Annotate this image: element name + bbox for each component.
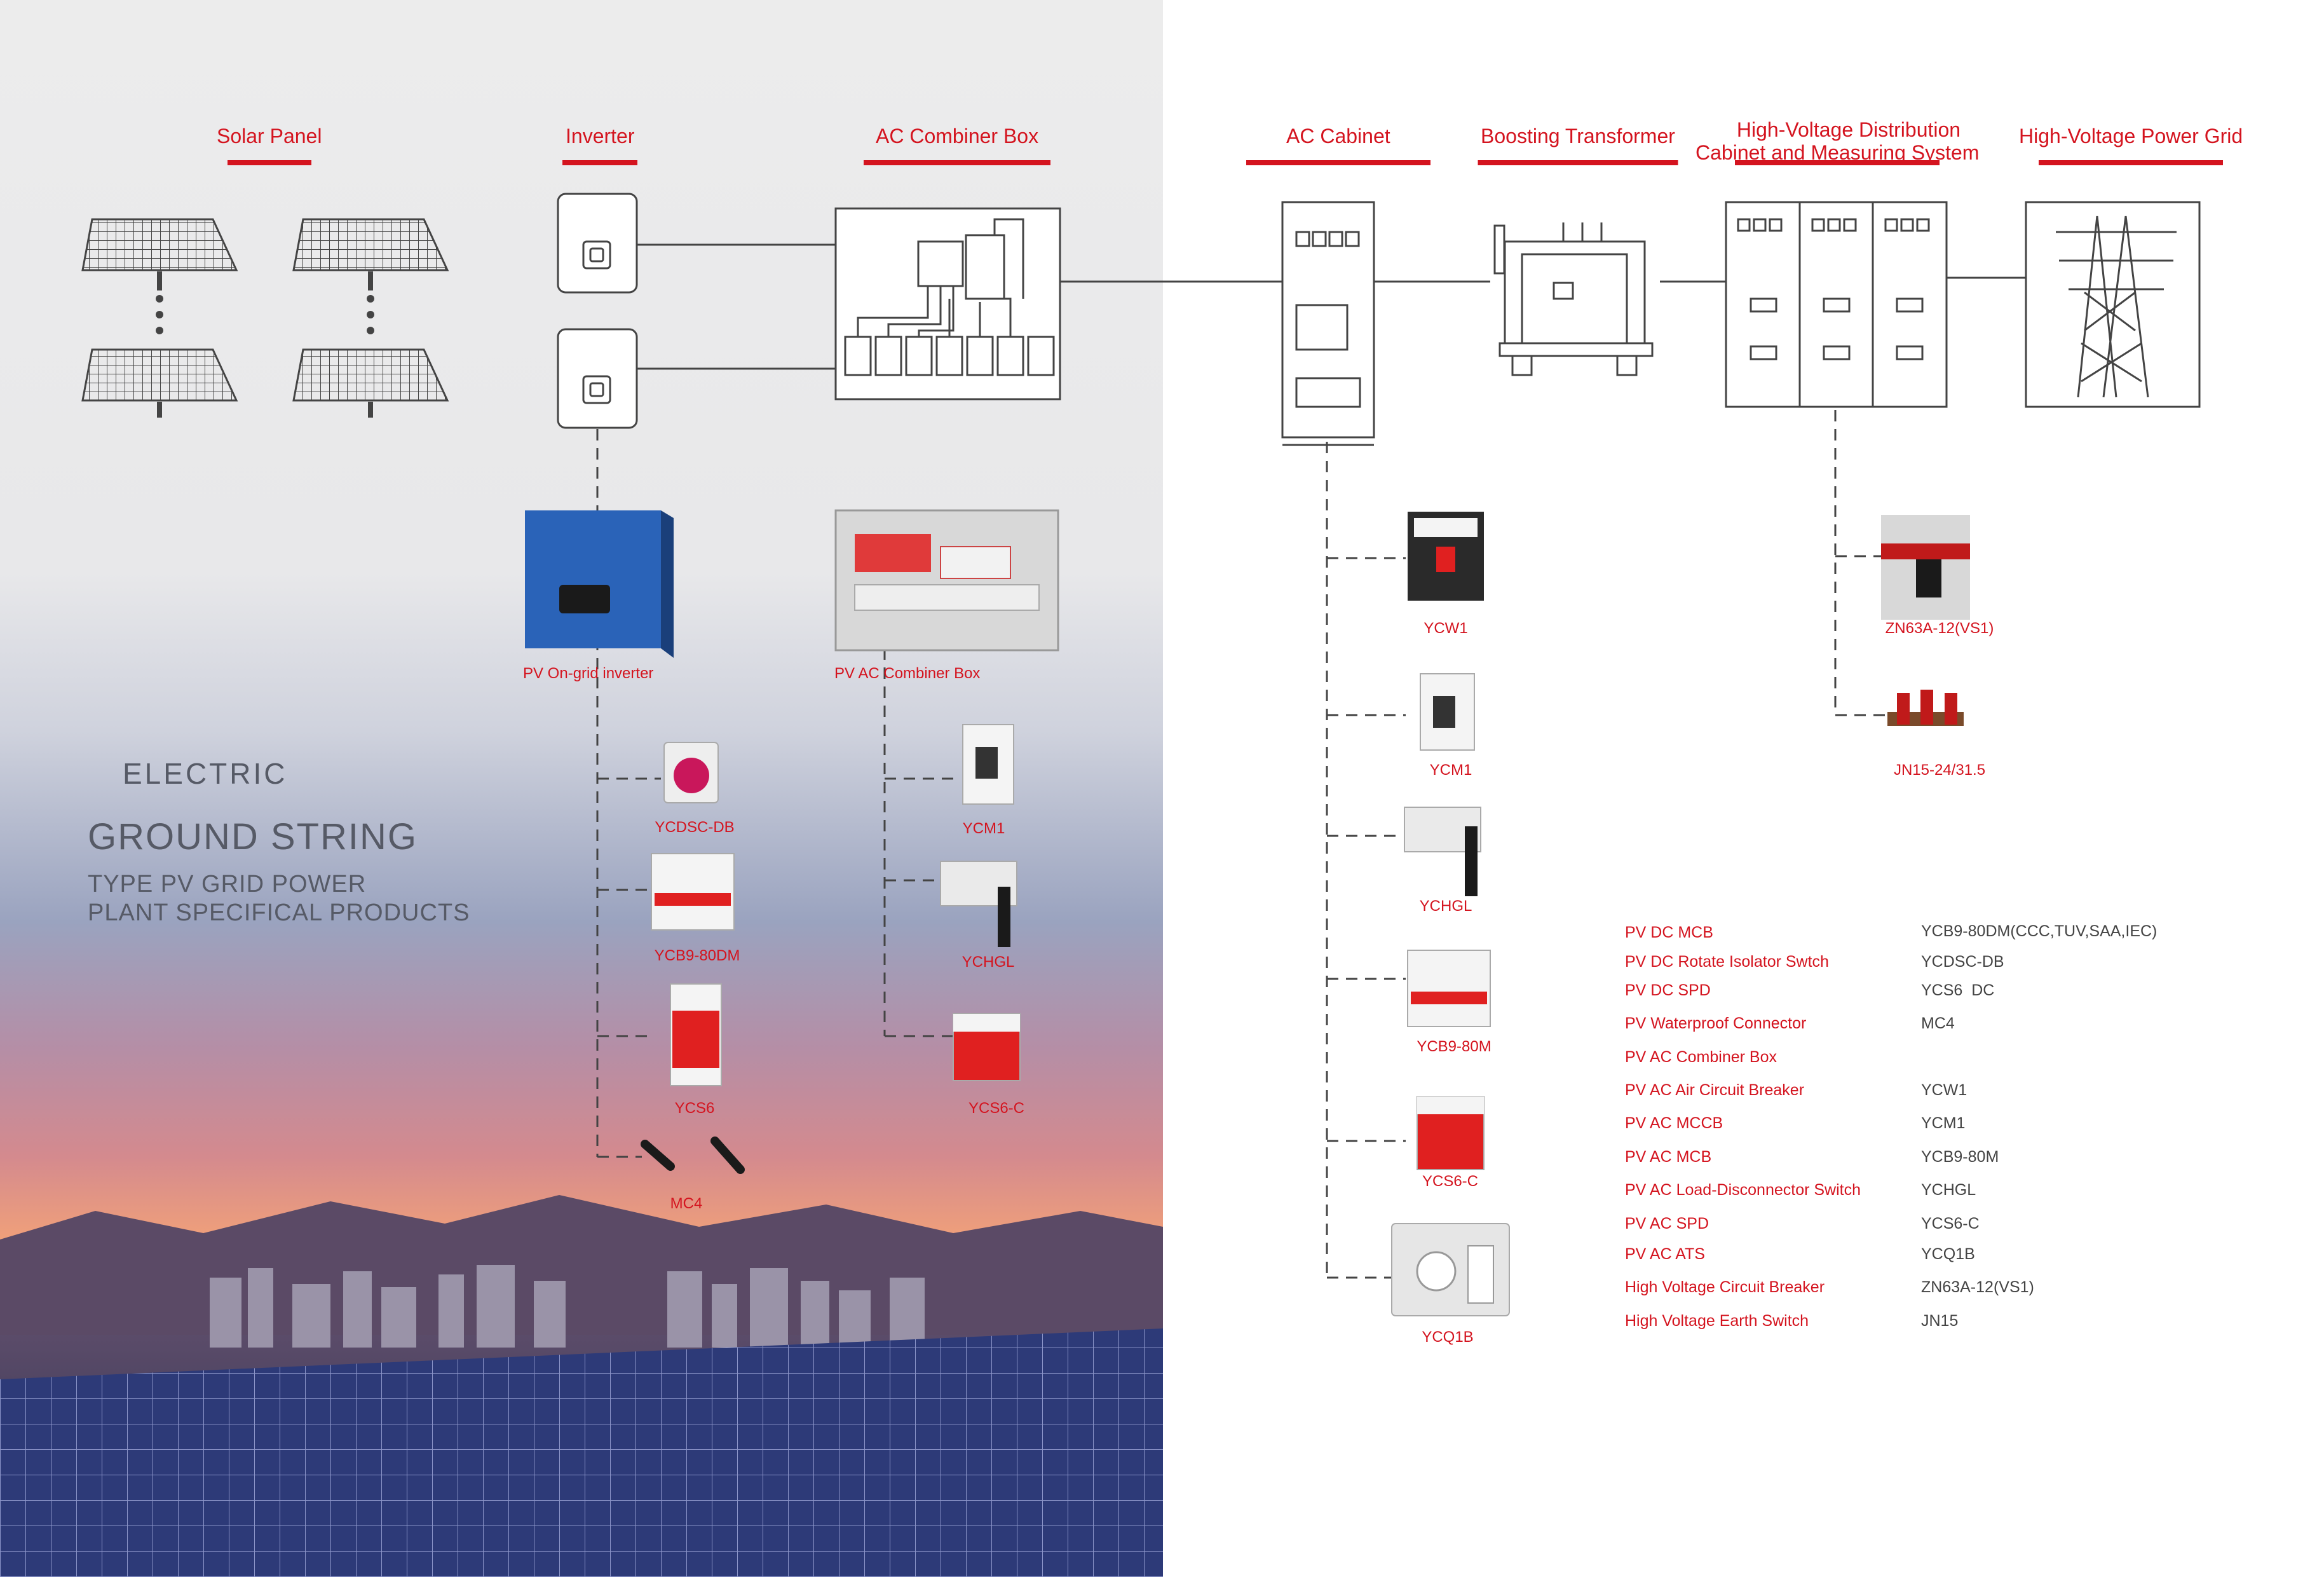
caption-ycm1-cabinet: YCM1 [1429,761,1472,779]
solar-panel-icon [292,348,449,418]
ychgl-switch-image-combiner [940,861,1017,947]
ycm1-mccb-image-combiner [962,724,1014,805]
spec-name: PV DC MCB [1625,924,1713,941]
zn63a-vcb-image [1881,515,1970,620]
mc4-connector-image [641,1137,745,1174]
spec-model: YCW1 [1921,1081,1967,1099]
spec-model: YCB9-80DM(CCC,TUV,SAA,IEC) [1921,922,2158,940]
ac-cabinet-icon [1281,201,1375,446]
ycs6-c-spd-image-cabinet [1417,1096,1485,1170]
caption-ycq1b: YCQ1B [1422,1328,1474,1346]
headline-electric: ELECTRIC [123,757,288,790]
stage-header-ac-cabinet: AC Cabinet [1246,125,1430,165]
caption-pv-ac-combiner-box: PV AC Combiner Box [834,665,981,682]
spec-model: YCS6 DC [1921,981,1995,999]
boosting-transformer-icon [1493,222,1654,376]
spec-name: High Voltage Circuit Breaker [1625,1278,1825,1296]
caption-zn63a: ZN63A-12(VS1) [1885,620,1994,637]
stage-header-hv-distribution: High-Voltage Distribution Cabinet and Me… [1695,118,1980,165]
ycb9-80dm-mcb-image [651,853,735,931]
caption-ycb9-80m: YCB9-80M [1417,1038,1492,1055]
caption-pv-on-grid-inverter: PV On-grid inverter [523,665,654,682]
stage-header-hv-power-grid: High-Voltage Power Grid [2019,125,2243,165]
spec-model: YCHGL [1921,1181,1976,1199]
inverter-icon [557,193,638,294]
headline-plant-products: PLANT SPECIFICAL PRODUCTS [88,899,470,926]
solar-panel-icon [81,348,238,418]
stage-header-inverter: Inverter [562,125,638,165]
caption-ycdsc-db: YCDSC-DB [655,819,735,836]
hv-distribution-cabinets-icon [1725,201,1948,408]
pv-ac-combiner-box-image [834,509,1059,652]
ychgl-switch-image-cabinet [1404,807,1481,896]
spec-name: High Voltage Earth Switch [1625,1312,1809,1330]
stage-header-ac-combiner-box: AC Combiner Box [864,125,1051,165]
ycb9-80m-mcb-image [1407,950,1491,1027]
solar-panel-icon [81,218,238,290]
ycs6-spd-image [670,983,722,1086]
spec-name: PV DC SPD [1625,981,1711,999]
caption-ychgl-cabinet: YCHGL [1419,898,1472,915]
caption-ycs6: YCS6 [674,1100,715,1117]
ycdsc-db-switch-image [663,742,719,803]
landscape-scene [0,1195,1163,1577]
spec-model: YCM1 [1921,1114,1966,1132]
spec-model: ZN63A-12(VS1) [1921,1278,2034,1296]
spec-name: PV AC MCB [1625,1148,1712,1166]
ycq1b-ats-image [1391,1223,1510,1316]
spec-model: JN15 [1921,1312,1959,1330]
ycm1-mccb-image-cabinet [1420,673,1475,751]
spec-name: PV AC Air Circuit Breaker [1625,1081,1805,1099]
headline-ground-string: GROUND STRING [88,816,418,857]
spec-name: PV DC Rotate Isolator Swtch [1625,953,1829,971]
spec-name: PV AC ATS [1625,1245,1705,1263]
headline-type-pv: TYPE PV GRID POWER [88,871,367,898]
spec-model: YCDSC-DB [1921,953,2004,971]
spec-model: YCQ1B [1921,1245,1975,1263]
caption-ychgl-combiner: YCHGL [962,953,1015,971]
ac-combiner-box-icon [834,207,1061,400]
solar-panel-array [81,218,449,418]
spec-name: PV AC Combiner Box [1625,1048,1777,1066]
jn15-earth-switch-image [1887,690,1964,726]
caption-mc4: MC4 [670,1195,703,1212]
ellipsis-dots [156,295,374,334]
pv-on-grid-inverter-image [525,510,674,658]
product-images [525,509,1970,1316]
caption-ycs6-c-combiner: YCS6-C [968,1100,1025,1117]
spec-name: PV AC Load-Disconnector Switch [1625,1181,1861,1199]
spec-name: PV AC MCCB [1625,1114,1723,1132]
spec-name: PV AC SPD [1625,1215,1709,1232]
caption-ycb9-80dm: YCB9-80DM [654,947,740,964]
caption-ycs6-c-cabinet: YCS6-C [1422,1173,1479,1190]
ycw1-acb-image [1408,512,1484,601]
caption-jn15: JN15-24/31.5 [1893,761,1986,779]
spec-model: YCB9-80M [1921,1148,1999,1166]
inverter-icon [557,328,638,429]
spec-model: YCS6-C [1921,1215,1980,1232]
connection-lines [635,243,2026,370]
caption-ycw1: YCW1 [1424,620,1468,637]
stage-header-solar-panel: Solar Panel [217,125,322,165]
stage-header-boosting-transformer: Boosting Transformer [1478,125,1678,165]
spec-name: PV Waterproof Connector [1625,1014,1807,1032]
solar-panel-icon [292,218,449,290]
spec-model: MC4 [1921,1014,1955,1032]
ycs6-c-spd-image-combiner [953,1013,1021,1081]
caption-ycm1-combiner: YCM1 [962,820,1005,837]
power-grid-tower-icon [2025,201,2201,408]
inverter-icons [557,193,638,429]
